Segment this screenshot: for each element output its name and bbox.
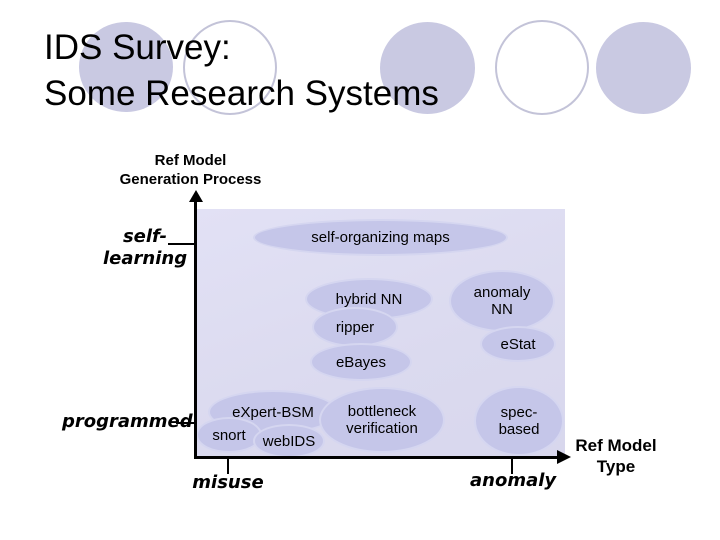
x-tick-anomaly: [511, 459, 513, 474]
bubble-label: eXpert-BSM: [232, 403, 314, 421]
x-axis-arrow-icon: [557, 450, 571, 464]
bubble-label: bottleneck verification: [346, 403, 418, 437]
bubble-label: spec- based: [498, 404, 540, 438]
x-axis-label-anomaly: anomaly: [470, 470, 557, 491]
bubble-label: hybrid NN: [335, 290, 403, 308]
bubble-label: self-organizing maps: [311, 229, 450, 246]
decorative-ellipse: [79, 22, 173, 112]
decorative-circle-outline: [495, 20, 589, 115]
bubble-label: webIDS: [262, 432, 316, 450]
decorative-circle-outline: [183, 20, 277, 115]
decorative-ellipse: [380, 22, 475, 114]
x-axis-label-misuse: misuse: [192, 472, 264, 493]
y-axis-arrow-icon: [189, 190, 203, 202]
slide-title-line1: IDS Survey:: [44, 28, 231, 67]
bubble-ripper: ripper: [312, 307, 398, 347]
bubble-label: eStat: [500, 335, 536, 353]
x-tick-misuse: [227, 459, 229, 474]
bubble-anomaly-nn: anomaly NN: [449, 270, 555, 332]
decorative-ellipse: [596, 22, 691, 114]
y-axis-line: [194, 199, 197, 459]
y-tick-self-learning: [168, 243, 195, 245]
y-axis-label-self-learning: self- learning: [103, 226, 188, 269]
bubble-bottleneck-verification: bottleneck verification: [319, 387, 445, 453]
y-axis-label-programmed: programmed: [62, 411, 193, 432]
bubble-label: snort: [212, 426, 246, 444]
x-axis-line: [194, 456, 558, 459]
bubble-self-organizing-maps: self-organizing maps: [253, 219, 508, 256]
slide-title-line2: Some Research Systems: [44, 74, 439, 113]
bubble-snort: snort: [196, 417, 262, 453]
y-axis-title: Ref Model Generation Process: [119, 152, 262, 188]
bubble-webids: webIDS: [253, 424, 325, 458]
bubble-label: ripper: [335, 318, 375, 336]
bubble-spec-based: spec- based: [474, 386, 564, 456]
bubble-label: anomaly NN: [473, 284, 531, 318]
bubble-ebayes: eBayes: [310, 343, 412, 381]
slide-title: IDS Survey: Some Research Systems: [44, 25, 439, 117]
y-tick-programmed: [176, 422, 195, 424]
x-axis-title: Ref Model Type: [575, 436, 657, 476]
bubble-label: eBayes: [335, 353, 387, 371]
bubble-estat: eStat: [480, 326, 556, 362]
